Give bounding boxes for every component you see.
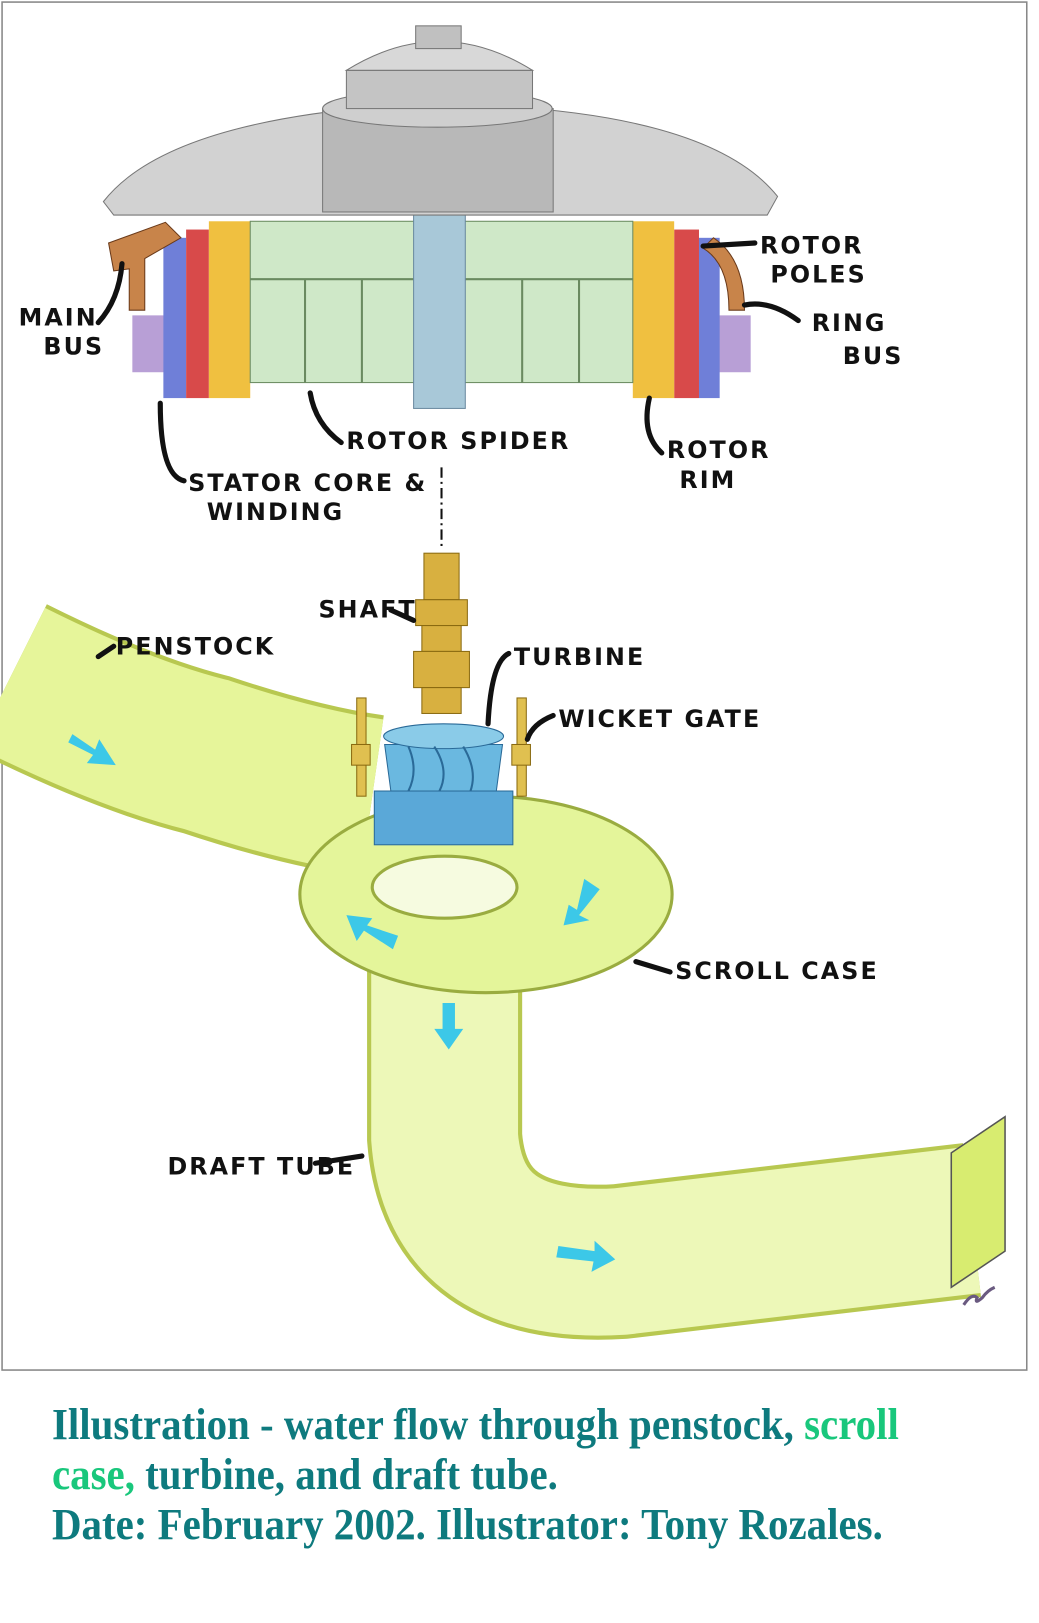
flow-arrow-icon (68, 734, 616, 1272)
leader-lines (95, 240, 801, 1166)
label-wicket-gate: WICKET GATE (558, 705, 761, 733)
hydro-generator-diagram: ROTOR POLES RING BUS MAIN BUS ROTOR SPID… (0, 1, 1028, 1371)
label-draft-tube: DRAFT TUBE (168, 1153, 356, 1181)
label-main-bus-2: BUS (43, 333, 104, 361)
label-rotor-rim-2: RIM (679, 466, 736, 494)
label-main-bus: MAIN (19, 304, 98, 332)
caption-highlight: scroll (804, 1400, 899, 1449)
caption-line-2: case, turbine, and draft tube. (52, 1450, 945, 1500)
caption-text: Illustration - water flow through pensto… (52, 1400, 805, 1449)
caption-highlight: case, (52, 1450, 135, 1499)
wicket-gate-stems (351, 697, 531, 797)
caption-line-3: Date: February 2002. Illustrator: Tony R… (52, 1500, 883, 1549)
label-stator-core: STATOR CORE & (188, 469, 427, 497)
label-penstock: PENSTOCK (116, 633, 275, 661)
label-rotor-poles-2: POLES (770, 260, 866, 288)
shaft-lower (413, 552, 470, 714)
draft-tube-outlet (950, 1115, 1006, 1289)
label-ring-bus: RING (812, 309, 887, 337)
label-rotor-poles: ROTOR (760, 231, 864, 259)
illustrator-signature (962, 1285, 996, 1306)
caption-line-1: Illustration - water flow through pensto… (52, 1400, 945, 1450)
label-scroll-case: SCROLL CASE (675, 957, 879, 985)
turbine-runner (373, 723, 514, 846)
generator (102, 25, 779, 409)
label-rotor-rim: ROTOR (667, 436, 771, 464)
ring-bus (702, 237, 745, 311)
label-ring-bus-2: BUS (843, 342, 904, 370)
label-stator-winding: WINDING (207, 498, 344, 526)
label-shaft: SHAFT (318, 595, 416, 623)
label-turbine: TURBINE (514, 643, 645, 671)
scroll-case-opening (370, 854, 519, 920)
caption-text: turbine, and draft tube. (134, 1450, 558, 1499)
shaft-upper (413, 211, 466, 409)
label-rotor-spider: ROTOR SPIDER (346, 427, 570, 455)
